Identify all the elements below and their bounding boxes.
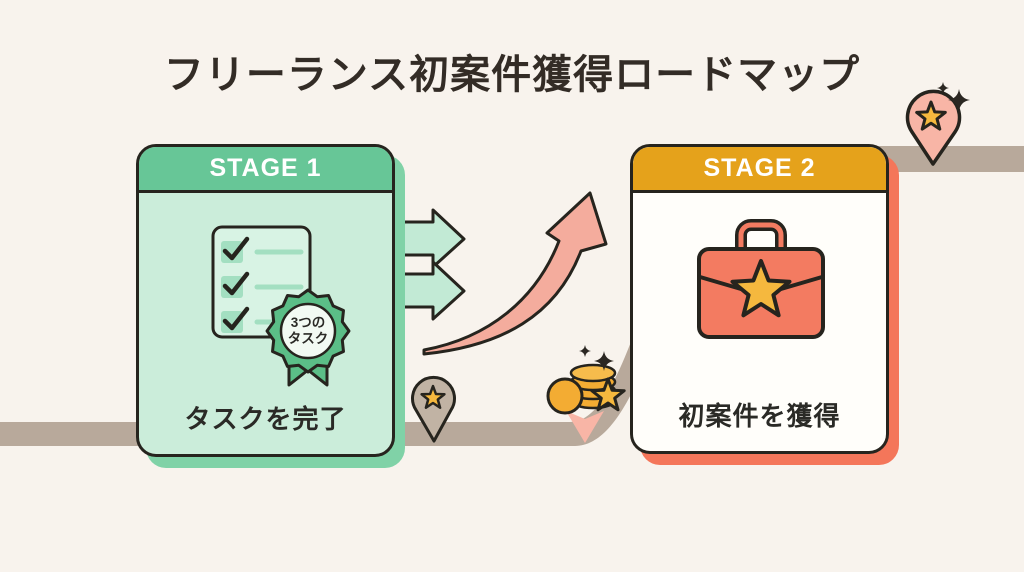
stage1-card: STAGE 1 3つの タスク タスクを完了: [136, 144, 395, 457]
star-icon: [590, 377, 626, 412]
stage1-header: STAGE 1: [139, 147, 392, 193]
coin-icon: [546, 377, 584, 415]
badge-label-line1: 3つの: [291, 315, 326, 330]
coins-milestone-icon: [546, 345, 626, 443]
badge-label-line2: タスク: [288, 331, 329, 346]
map-pin-taupe-icon: [411, 375, 456, 443]
stage1-caption: タスクを完了: [184, 404, 347, 434]
task-badge-icon: 3つの タスク: [265, 288, 351, 387]
growth-arrow-icon: [422, 191, 608, 356]
stage2-header: STAGE 2: [633, 147, 886, 193]
star-icon: [915, 100, 947, 131]
page-title: フリーランス初案件獲得ロードマップ: [163, 53, 861, 97]
pin-tail: [566, 411, 604, 443]
arrow-right-icon: [384, 208, 466, 269]
sparkle-icon: [579, 345, 614, 371]
stage2-card: STAGE 2 初案件を獲得: [630, 144, 889, 454]
progress-arrows: [384, 208, 466, 321]
stage2-caption: 初案件を獲得: [678, 401, 841, 431]
star-icon: [420, 384, 446, 409]
briefcase-icon: [697, 219, 825, 339]
arrow-right-icon: [384, 260, 466, 321]
